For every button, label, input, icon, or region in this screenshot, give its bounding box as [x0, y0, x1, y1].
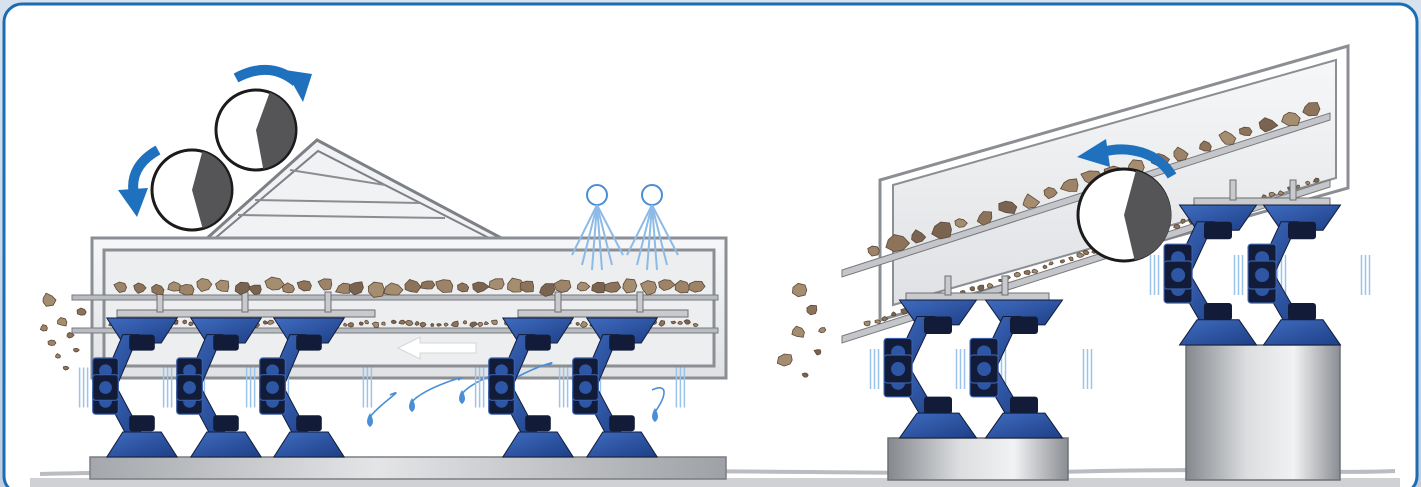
rock [359, 322, 363, 325]
rock [576, 322, 580, 325]
rock [864, 321, 870, 326]
rock [420, 322, 426, 327]
rock [463, 321, 466, 324]
rock [671, 321, 676, 324]
pedestal-right [1186, 345, 1340, 480]
rock [189, 322, 193, 326]
rock [415, 322, 419, 326]
rock [1239, 127, 1252, 135]
rock [1306, 181, 1310, 185]
mount-plate-right-high [1194, 198, 1330, 205]
pedestal-left [888, 438, 1068, 480]
rock [48, 340, 56, 346]
mount-plate-right-low [906, 293, 1049, 300]
rock [489, 279, 504, 290]
rock [970, 287, 975, 291]
rock [391, 320, 396, 324]
rock [399, 320, 405, 324]
rock [678, 321, 683, 324]
rock [1043, 265, 1047, 269]
rock [183, 320, 187, 324]
rock [802, 373, 808, 377]
rock [365, 320, 369, 324]
rock [693, 324, 698, 327]
rock [382, 322, 386, 325]
rock [1049, 262, 1053, 265]
rock [1174, 225, 1180, 229]
rock [875, 320, 880, 324]
rock [431, 324, 434, 327]
rock [180, 284, 195, 295]
rock [348, 323, 353, 328]
mount-plate-right [518, 310, 688, 317]
rock [623, 279, 637, 293]
upper-deck [72, 295, 718, 300]
rock [421, 281, 436, 289]
rock [807, 305, 817, 315]
rock [405, 320, 413, 325]
rock [1024, 270, 1030, 274]
rock [978, 285, 984, 291]
base-frame [90, 457, 726, 479]
rock [999, 279, 1002, 281]
rock [520, 281, 533, 292]
